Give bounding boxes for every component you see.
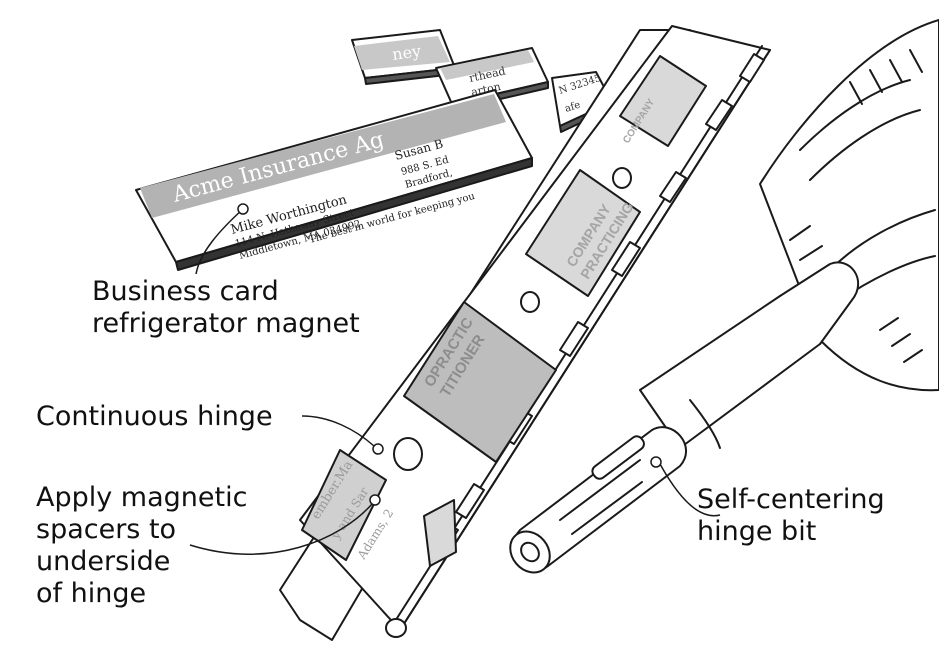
magnet-callout-line2: refrigerator magnet xyxy=(92,308,360,339)
small-card-3-line2: afe xyxy=(564,100,582,115)
hinge-callout-line1: Continuous hinge xyxy=(36,401,273,432)
magnet-leader-line xyxy=(195,208,244,275)
hinge-bit xyxy=(509,261,859,574)
magnet-callout: Business card refrigerator magnet xyxy=(92,276,360,340)
bit-callout: Self-centering hinge bit xyxy=(697,484,885,548)
business-card-magnet: Acme Insurance Ag 114 N. Hathaway Street… xyxy=(135,89,533,271)
magnet-pointer-dot xyxy=(237,203,249,215)
hinge-leader-line xyxy=(301,415,375,447)
spacers-callout-line1: Apply magnetic xyxy=(36,482,248,513)
leader-lines xyxy=(189,208,721,555)
spacers-callout-line3: underside xyxy=(36,546,171,577)
bit-pointer-dot xyxy=(650,456,662,468)
hinge-pointer-dot xyxy=(372,443,384,455)
spacers-callout-line4: of hinge xyxy=(36,578,147,609)
spacers-callout: Apply magnetic spacers to underside of h… xyxy=(36,482,247,610)
continuous-hinge: OPRACTIC TITIONER COMPANY PRACTICING COM… xyxy=(279,25,771,641)
leader-dots xyxy=(237,203,662,506)
spacers-callout-line2: spacers to xyxy=(36,514,177,545)
bit-callout-line1: Self-centering xyxy=(697,484,885,515)
bit-leader-line xyxy=(659,463,721,517)
magnet-callout-line1: Business card xyxy=(92,276,279,307)
small-card-1: ney xyxy=(351,29,456,85)
small-card-1-text: ney xyxy=(391,41,422,64)
bit-callout-line2: hinge bit xyxy=(697,516,817,547)
hinge-callout: Continuous hinge xyxy=(36,401,273,433)
spacers-leader-line xyxy=(189,503,373,555)
spacers-pointer-dot xyxy=(369,494,381,506)
